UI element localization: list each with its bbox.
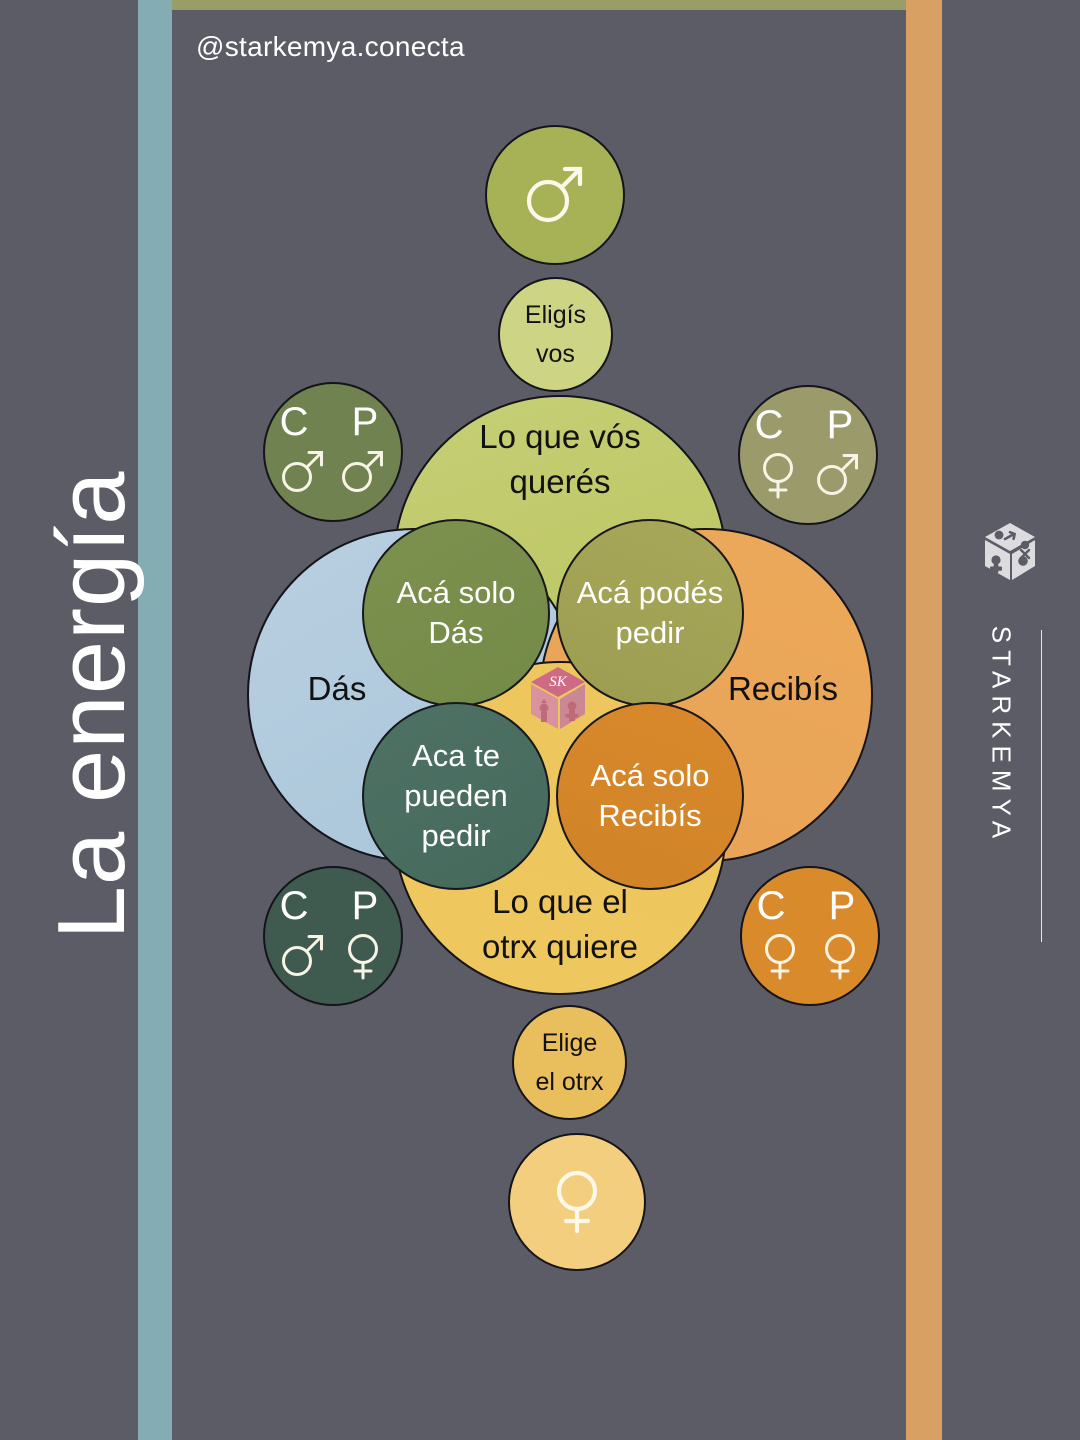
badge-top-right: C P [738, 385, 878, 525]
venn-top-line2: querés [509, 462, 611, 500]
mars-symbol-icon [336, 444, 390, 503]
badge-bottom-right-label: C P [756, 883, 872, 928]
venn-set-bottom-label: Lo que el otrx quiere [393, 880, 727, 969]
svg-text:SK: SK [549, 674, 568, 690]
brand-rail: STARKEMYA [955, 520, 1065, 942]
badge-bottom-left-label: C P [279, 883, 395, 928]
sk-cube-logo-icon: SK [527, 665, 589, 731]
int-tr-line2: pedir [615, 615, 685, 650]
right-accent-bar [906, 0, 942, 1440]
badge-bottom-right-symbols [753, 928, 867, 987]
venn-top-line1: Lo que vós [479, 418, 641, 455]
hexagon-sk-logo-icon [979, 520, 1041, 582]
int-br-line1: Acá solo [590, 757, 710, 793]
venus-symbol-icon [751, 447, 805, 506]
bottom-caption-line2: el otrx [535, 1067, 604, 1096]
badge-top-left: C P [263, 382, 403, 522]
top-caption-line1: Eligís [524, 300, 587, 329]
top-gender-circle [485, 125, 625, 265]
int-bl-line2: pueden [404, 777, 508, 813]
venn-set-right-label: Recibís [727, 670, 839, 707]
venn-bottom-line1: Lo que el [492, 883, 628, 920]
social-handle: @starkemya.conecta [196, 31, 465, 62]
mars-symbol-icon [276, 928, 330, 987]
venus-symbol-icon [336, 928, 390, 987]
badge-top-left-symbols [276, 444, 390, 503]
venn-intersection-top-left: Acá solo Dás [362, 519, 550, 707]
badge-bottom-left-symbols [276, 928, 390, 987]
venus-symbol-icon [813, 928, 867, 987]
int-br-line2: Recibís [598, 798, 702, 833]
bottom-caption-line1: Elige [541, 1028, 598, 1057]
venn-set-left-label: Dás [307, 670, 367, 707]
mars-symbol-icon [518, 156, 592, 235]
venus-symbol-icon [540, 1163, 614, 1242]
bottom-caption-circle: Elige el otrx [512, 1005, 627, 1120]
top-accent-bar [140, 0, 940, 10]
top-caption-circle: Eligís vos [498, 277, 613, 392]
badge-top-left-label: C P [279, 399, 395, 444]
badge-bottom-left: C P [263, 866, 403, 1006]
int-tl-line1: Acá solo [396, 574, 516, 610]
venn-intersection-bottom-left: Aca te pueden pedir [362, 702, 550, 890]
bottom-gender-circle [508, 1133, 646, 1271]
badge-top-right-label: C P [754, 402, 870, 447]
left-accent-bar [138, 0, 172, 1440]
brand-divider [1041, 630, 1042, 942]
badge-top-right-symbols [751, 447, 865, 506]
venn-bottom-line2: otrx quiere [482, 927, 638, 965]
mars-symbol-icon [811, 447, 865, 506]
badge-bottom-right: C P [740, 866, 880, 1006]
int-tr-line1: Acá podés [576, 574, 724, 610]
venn-intersection-top-right: Acá podés pedir [556, 519, 744, 707]
venn-set-top-label: Lo que vós querés [393, 415, 727, 504]
venn-intersection-bottom-right: Acá solo Recibís [556, 702, 744, 890]
mars-symbol-icon [276, 444, 330, 503]
int-bl-line3: pedir [421, 818, 491, 854]
top-caption-line2: vos [536, 339, 575, 368]
venus-symbol-icon [753, 928, 807, 987]
int-bl-line1: Aca te [412, 737, 500, 773]
int-tl-line2: Dás [428, 615, 484, 650]
